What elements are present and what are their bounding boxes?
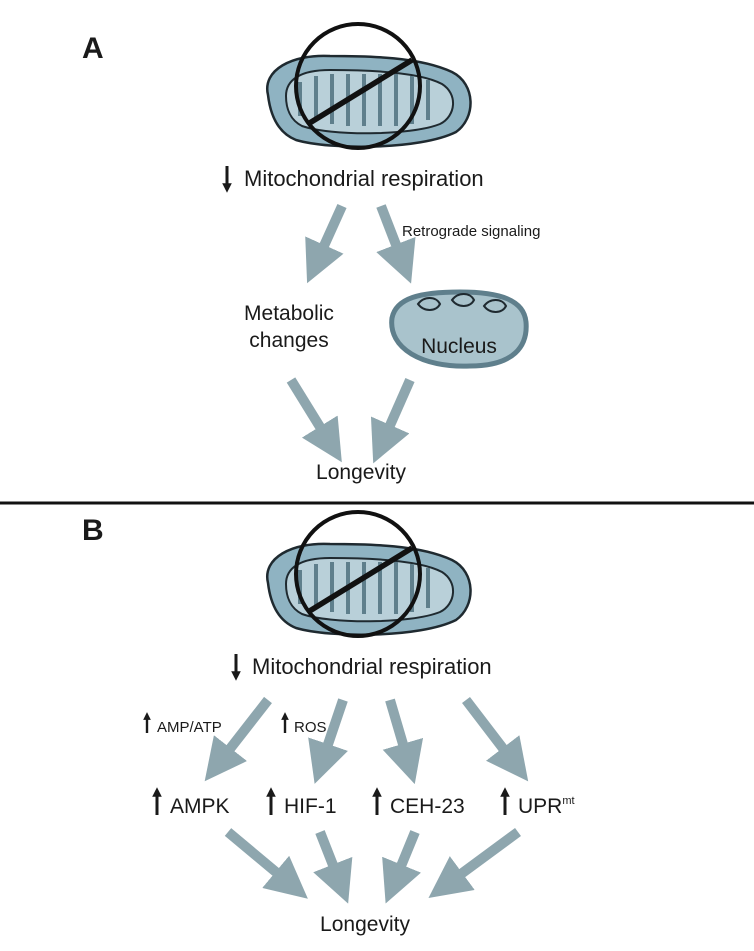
arrow-ceh23-to-longevity xyxy=(382,830,421,904)
arrow-ampk-to-longevity xyxy=(224,828,308,899)
arrow-nucleus-to-longevity xyxy=(370,377,415,464)
ampk-label: AMPK xyxy=(170,795,230,818)
panel-b-label: B xyxy=(82,514,104,547)
metabolic-label-line2: changes xyxy=(249,329,328,352)
upr-label: UPRmt xyxy=(518,795,575,818)
panel-a-respiration: Mitochondrial respiration xyxy=(244,166,484,191)
chromosome-icon xyxy=(416,293,508,313)
arrow-to-ceh23 xyxy=(382,698,424,785)
amp-atp-label: AMP/ATP xyxy=(157,719,222,736)
mitochondrion-icon xyxy=(266,510,472,638)
arrow-upr-to-longevity xyxy=(428,827,521,898)
panel-a-label: A xyxy=(82,32,104,65)
arrow-to-metabolic xyxy=(305,203,347,284)
nucleus-label: Nucleus xyxy=(421,335,497,358)
arrow-to-hif1 xyxy=(308,698,348,784)
mitochondrion-icon xyxy=(266,22,472,150)
ceh23-label: CEH-23 xyxy=(390,795,465,818)
nucleus-icon xyxy=(389,289,529,369)
arrow-to-nucleus xyxy=(376,204,416,284)
retrograde-label: Retrograde signaling xyxy=(402,223,540,240)
arrow-to-ampk xyxy=(204,696,272,782)
panel-b-respiration: Mitochondrial respiration xyxy=(252,654,492,679)
ros-label: ROS xyxy=(294,719,327,736)
arrow-to-upr xyxy=(462,696,529,782)
metabolic-label-line1: Metabolic xyxy=(244,302,334,325)
arrow-metabolic-to-longevity xyxy=(286,377,342,463)
panel-b-longevity: Longevity xyxy=(320,913,410,936)
panel-a-longevity: Longevity xyxy=(316,461,406,484)
arrow-hif1-to-longevity xyxy=(313,830,353,904)
hif1-label: HIF-1 xyxy=(284,795,337,818)
